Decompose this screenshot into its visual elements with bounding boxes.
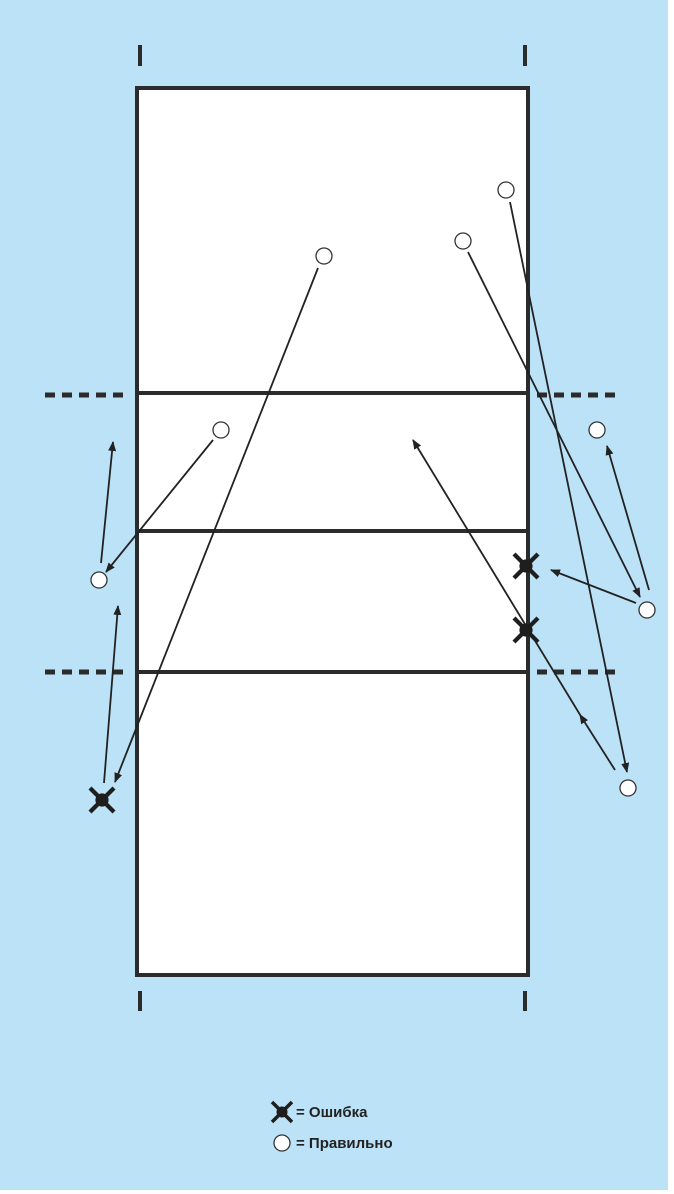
correct-marker	[90, 571, 108, 589]
correct-markers	[90, 181, 656, 797]
error-marker	[512, 552, 540, 580]
legend-error-label: = Ошибка	[296, 1104, 368, 1121]
correct-marker	[454, 232, 472, 250]
legend: = Ошибка = Правильно	[270, 1100, 393, 1152]
legend-correct-label: = Правильно	[296, 1135, 393, 1152]
correct-marker	[315, 247, 333, 265]
correct-legend-icon	[273, 1134, 291, 1152]
correct-marker	[497, 181, 515, 199]
correct-marker	[619, 779, 637, 797]
correct-marker	[212, 421, 230, 439]
correct-marker	[638, 601, 656, 619]
error-marker	[270, 1100, 294, 1124]
error-marker	[88, 786, 116, 814]
error-marker	[512, 616, 540, 644]
error-markers	[88, 552, 540, 814]
end-line-ticks	[138, 45, 527, 1011]
arrows	[100, 201, 650, 784]
error-legend-icon	[270, 1100, 294, 1124]
correct-marker	[588, 421, 606, 439]
